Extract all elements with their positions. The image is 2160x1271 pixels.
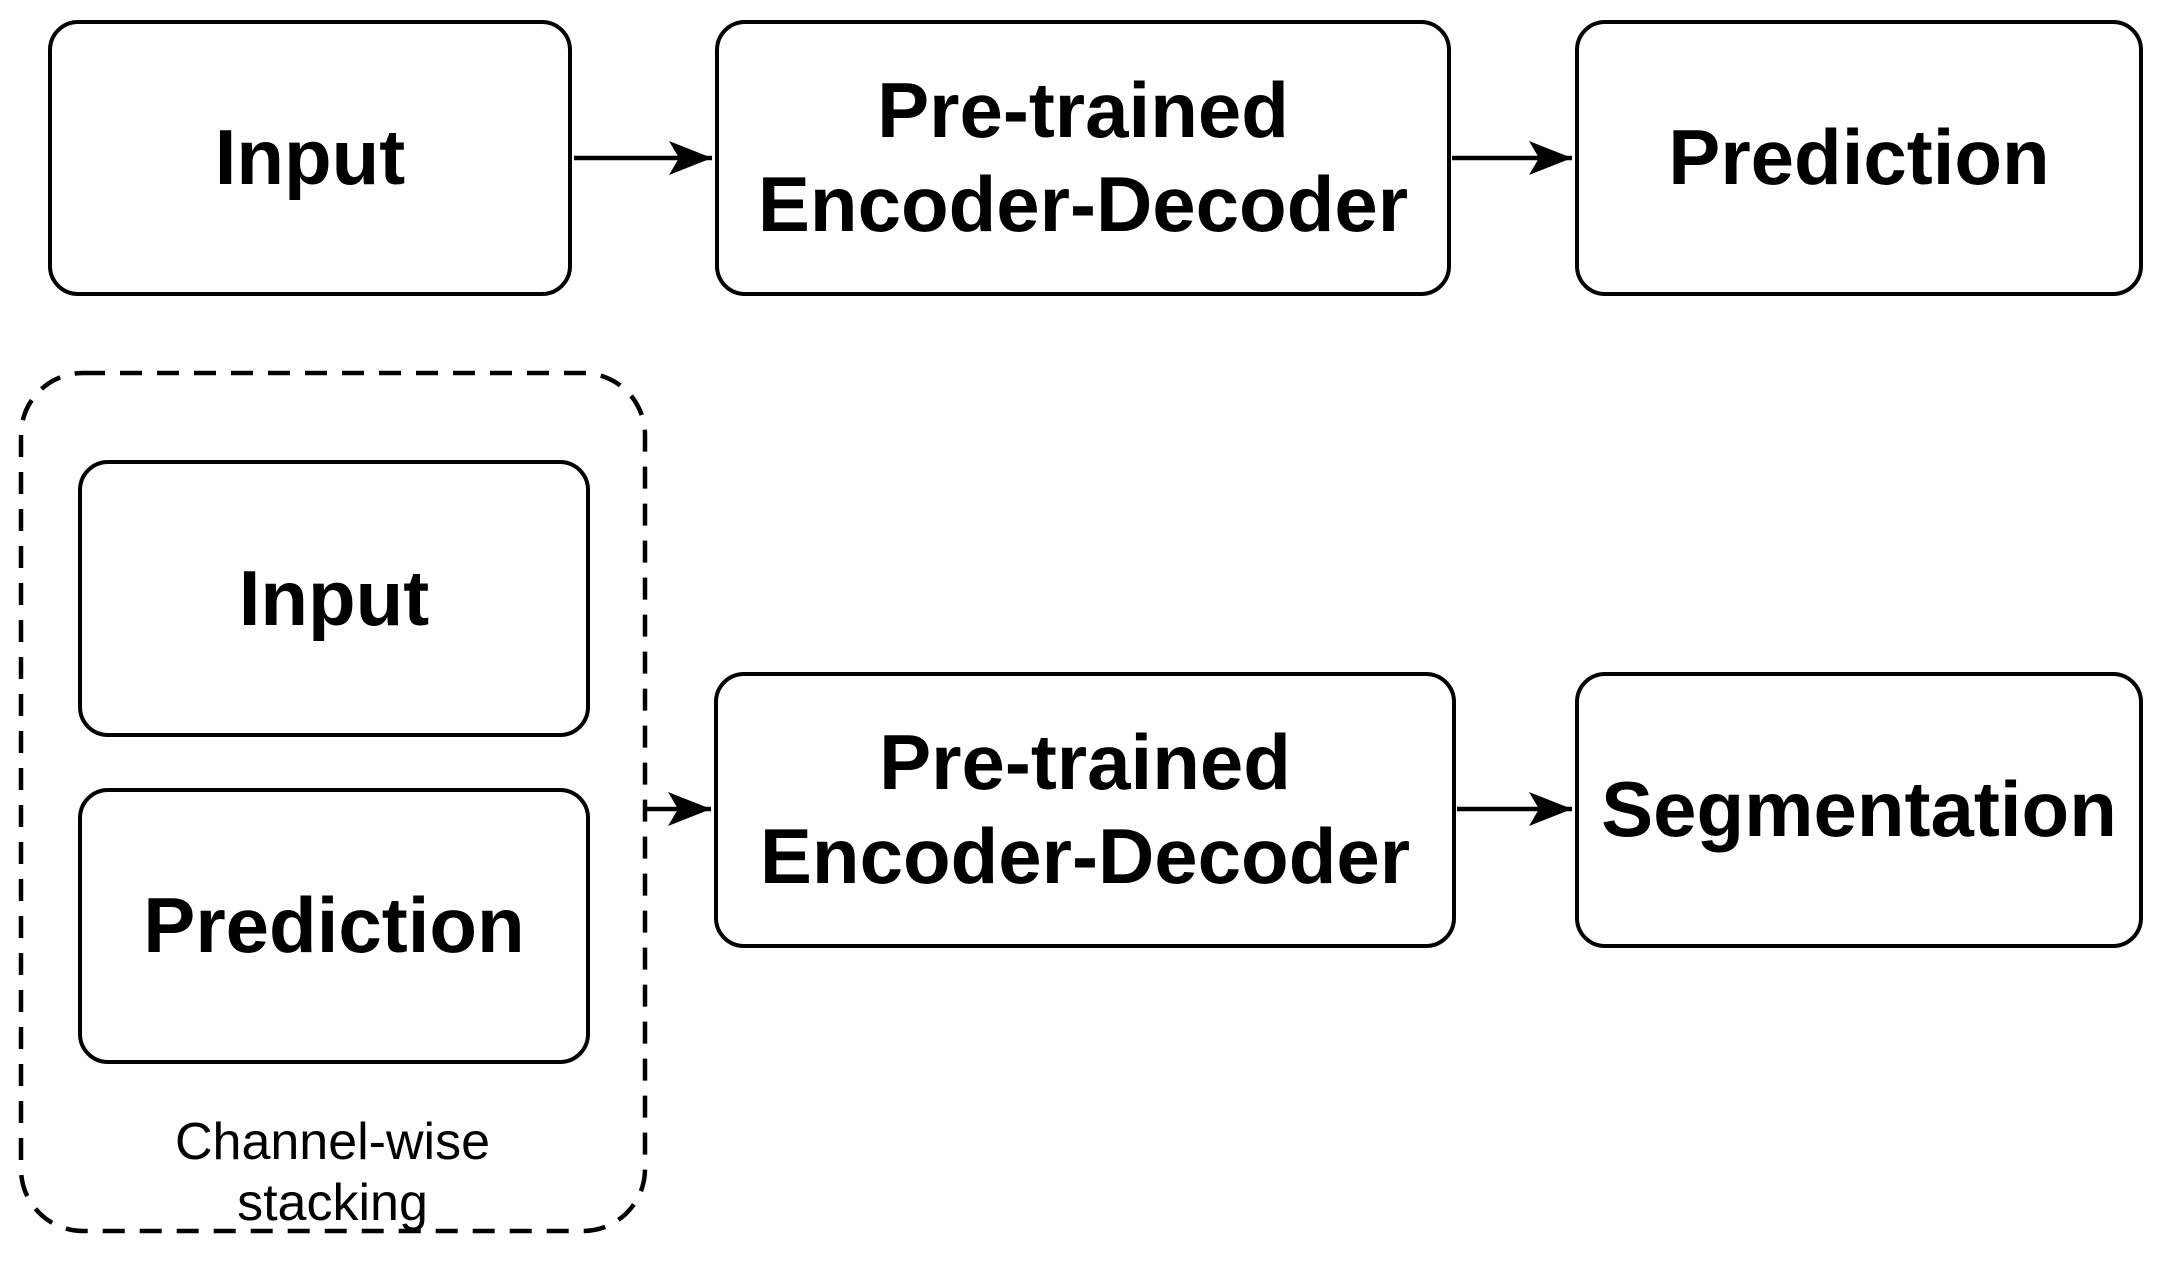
input-box-top: Input — [48, 20, 572, 296]
input-box-stacked: Input — [78, 460, 590, 737]
segmentation-box-label: Segmentation — [1601, 765, 2117, 854]
pretrained-encoder-decoder-box-bottom: Pre-trained Encoder-Decoder — [714, 672, 1456, 948]
prediction-box-stacked-label: Prediction — [143, 881, 525, 970]
channel-wise-stacking-caption: Channel-wise stacking — [174, 1113, 491, 1233]
input-box-stacked-label: Input — [238, 553, 430, 642]
pretrained-encoder-decoder-box-bottom-label: Pre-trained Encoder-Decoder — [759, 718, 1411, 900]
prediction-box-top-label: Prediction — [1668, 113, 2050, 202]
prediction-box-top: Prediction — [1575, 20, 2143, 296]
channel-stacking-group-outline — [18, 370, 648, 1234]
prediction-box-stacked: Prediction — [78, 788, 590, 1064]
segmentation-box: Segmentation — [1575, 672, 2143, 948]
input-box-top-label: Input — [214, 113, 406, 202]
pretrained-encoder-decoder-box-top: Pre-trained Encoder-Decoder — [715, 20, 1451, 296]
pretrained-encoder-decoder-box-top-label: Pre-trained Encoder-Decoder — [757, 66, 1409, 248]
